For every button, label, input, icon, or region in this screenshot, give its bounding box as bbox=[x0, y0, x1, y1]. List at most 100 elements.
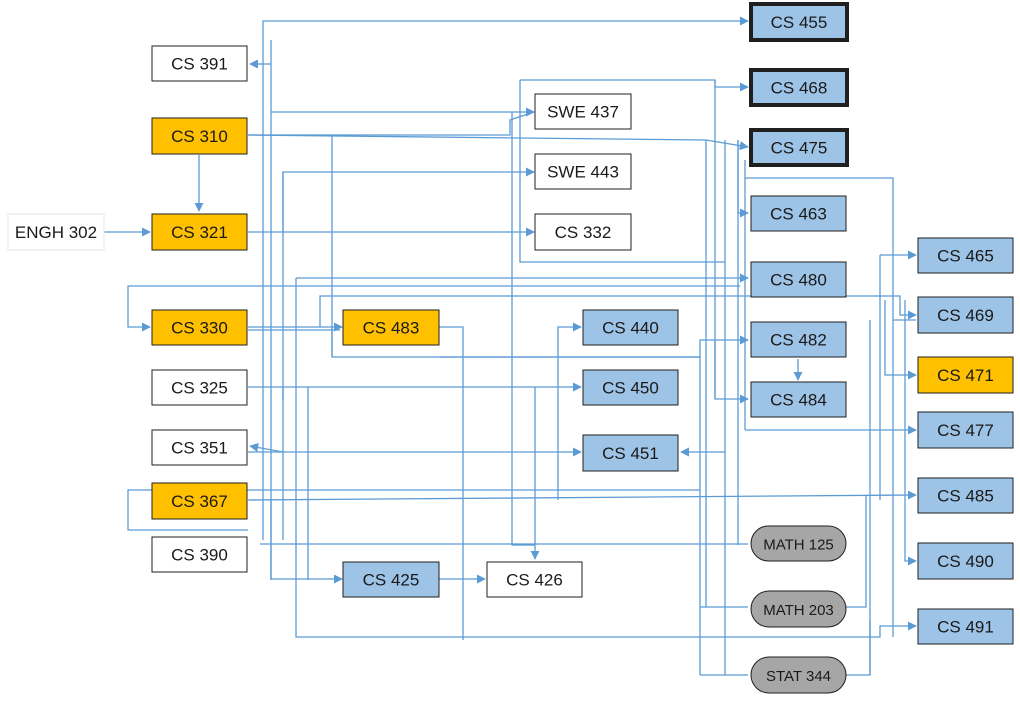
cs440-shape bbox=[582, 309, 679, 346]
course-box-cs425[interactable]: CS 425 bbox=[342, 561, 440, 598]
stat344-shape bbox=[750, 656, 847, 694]
cs351-shape bbox=[151, 429, 248, 466]
course-box-cs367[interactable]: CS 367 bbox=[151, 482, 248, 520]
edge-to-cs425 bbox=[270, 500, 343, 584]
course-box-cs391[interactable]: CS 391 bbox=[151, 45, 248, 82]
cs325-shape bbox=[151, 369, 248, 406]
cs440-label: CS 440 bbox=[602, 319, 659, 338]
course-box-swe443[interactable]: SWE 443 bbox=[534, 153, 632, 190]
cs321-shape bbox=[151, 213, 248, 251]
edge-to-cs463 bbox=[737, 140, 749, 218]
course-box-cs455[interactable]: CS 455 bbox=[749, 2, 849, 42]
edge-to-cs468 bbox=[520, 79, 749, 92]
cs468-shape bbox=[749, 68, 849, 107]
course-box-cs426[interactable]: CS 426 bbox=[486, 561, 583, 598]
cs468-label: CS 468 bbox=[771, 79, 828, 98]
edge-to-cs490 bbox=[904, 300, 917, 566]
edge-to-cs485 bbox=[247, 490, 917, 501]
cs465-shape bbox=[917, 237, 1014, 274]
course-box-cs390[interactable]: CS 390 bbox=[151, 536, 248, 573]
course-box-cs468[interactable]: CS 468 bbox=[749, 68, 849, 107]
course-box-cs463[interactable]: CS 463 bbox=[750, 195, 847, 232]
cs477-shape bbox=[917, 411, 1014, 449]
cs351-label: CS 351 bbox=[171, 439, 228, 458]
cs332-label: CS 332 bbox=[555, 223, 612, 242]
edge-to-cs484 bbox=[714, 340, 749, 404]
cs485-shape bbox=[917, 477, 1014, 514]
course-box-cs482[interactable]: CS 482 bbox=[750, 321, 847, 358]
edge-swe437-bus bbox=[519, 80, 725, 263]
math203-label: MATH 203 bbox=[763, 602, 834, 619]
course-pill-stat344[interactable]: STAT 344 bbox=[750, 656, 847, 694]
cs426-shape bbox=[486, 561, 583, 598]
course-box-cs485[interactable]: CS 485 bbox=[917, 477, 1014, 514]
course-pill-math125[interactable]: MATH 125 bbox=[750, 525, 847, 562]
cs391-shape bbox=[151, 45, 248, 82]
cs450-shape bbox=[582, 369, 679, 406]
cs455-shape bbox=[749, 2, 849, 42]
cs469-label: CS 469 bbox=[937, 306, 994, 325]
course-box-cs471[interactable]: CS 471 bbox=[917, 356, 1014, 394]
course-pill-math203[interactable]: MATH 203 bbox=[750, 590, 847, 628]
course-box-cs321[interactable]: CS 321 bbox=[151, 213, 248, 251]
edge-to-swe443 bbox=[282, 167, 535, 232]
course-box-engh302[interactable]: ENGH 302 bbox=[7, 213, 105, 251]
swe443-label: SWE 443 bbox=[547, 163, 619, 182]
course-box-cs451[interactable]: CS 451 bbox=[582, 434, 679, 472]
course-box-cs465[interactable]: CS 465 bbox=[917, 237, 1014, 274]
cs475-label: CS 475 bbox=[771, 139, 828, 158]
course-box-cs484[interactable]: CS 484 bbox=[750, 381, 847, 418]
cs483-label: CS 483 bbox=[363, 319, 420, 338]
engh302-label: ENGH 302 bbox=[15, 223, 97, 242]
edge-to-cs491 bbox=[295, 278, 917, 638]
course-box-cs477[interactable]: CS 477 bbox=[917, 411, 1014, 449]
cs475-shape bbox=[749, 128, 849, 167]
cs455-label: CS 455 bbox=[771, 13, 828, 32]
course-box-swe437[interactable]: SWE 437 bbox=[534, 93, 632, 130]
course-box-cs325[interactable]: CS 325 bbox=[151, 369, 248, 406]
edge-cs426-feed bbox=[511, 112, 535, 546]
stat344-label: STAT 344 bbox=[766, 668, 831, 685]
cs491-label: CS 491 bbox=[937, 618, 994, 637]
cs491-shape bbox=[917, 608, 1014, 645]
cs469-shape bbox=[917, 296, 1014, 334]
cs390-label: CS 390 bbox=[171, 546, 228, 565]
cs391-label: CS 391 bbox=[171, 55, 228, 74]
course-box-cs483[interactable]: CS 483 bbox=[342, 309, 440, 346]
cs325-label: CS 325 bbox=[171, 379, 228, 398]
course-box-cs330[interactable]: CS 330 bbox=[151, 309, 248, 346]
course-box-cs469[interactable]: CS 469 bbox=[917, 296, 1014, 334]
swe443-shape bbox=[534, 153, 632, 190]
course-box-cs351[interactable]: CS 351 bbox=[151, 429, 248, 466]
edge-to-cs455 bbox=[262, 16, 749, 540]
cs483-shape bbox=[342, 309, 440, 346]
cs310-label: CS 310 bbox=[171, 127, 228, 146]
course-box-cs332[interactable]: CS 332 bbox=[534, 213, 632, 251]
math-stat-nodes: MATH 125 MATH 203 STAT 344 bbox=[750, 525, 847, 694]
cs490-label: CS 490 bbox=[937, 552, 994, 571]
edge-cs310-branch bbox=[248, 111, 535, 136]
course-box-cs490[interactable]: CS 490 bbox=[917, 542, 1014, 580]
course-box-cs480[interactable]: CS 480 bbox=[750, 261, 847, 298]
cs426-label: CS 426 bbox=[506, 571, 563, 590]
cs471-label: CS 471 bbox=[937, 366, 994, 385]
course-box-cs475[interactable]: CS 475 bbox=[749, 128, 849, 167]
course-box-cs310[interactable]: CS 310 bbox=[151, 117, 248, 155]
engh302-shape bbox=[7, 213, 105, 251]
cs484-label: CS 484 bbox=[770, 391, 827, 410]
edge-bus-cs465 bbox=[879, 255, 916, 500]
cs490-shape bbox=[917, 542, 1014, 580]
cs485-label: CS 485 bbox=[937, 487, 994, 506]
cs425-label: CS 425 bbox=[363, 571, 420, 590]
math125-shape bbox=[750, 525, 847, 562]
edge-to-cs475 bbox=[247, 134, 749, 151]
course-box-cs440[interactable]: CS 440 bbox=[582, 309, 679, 346]
cs477-label: CS 477 bbox=[937, 421, 994, 440]
swe437-label: SWE 437 bbox=[547, 103, 619, 122]
swe437-shape bbox=[534, 93, 632, 130]
cs482-shape bbox=[750, 321, 847, 358]
cs465-label: CS 465 bbox=[937, 247, 994, 266]
course-box-cs450[interactable]: CS 450 bbox=[582, 369, 679, 406]
course-box-cs491[interactable]: CS 491 bbox=[917, 608, 1014, 645]
